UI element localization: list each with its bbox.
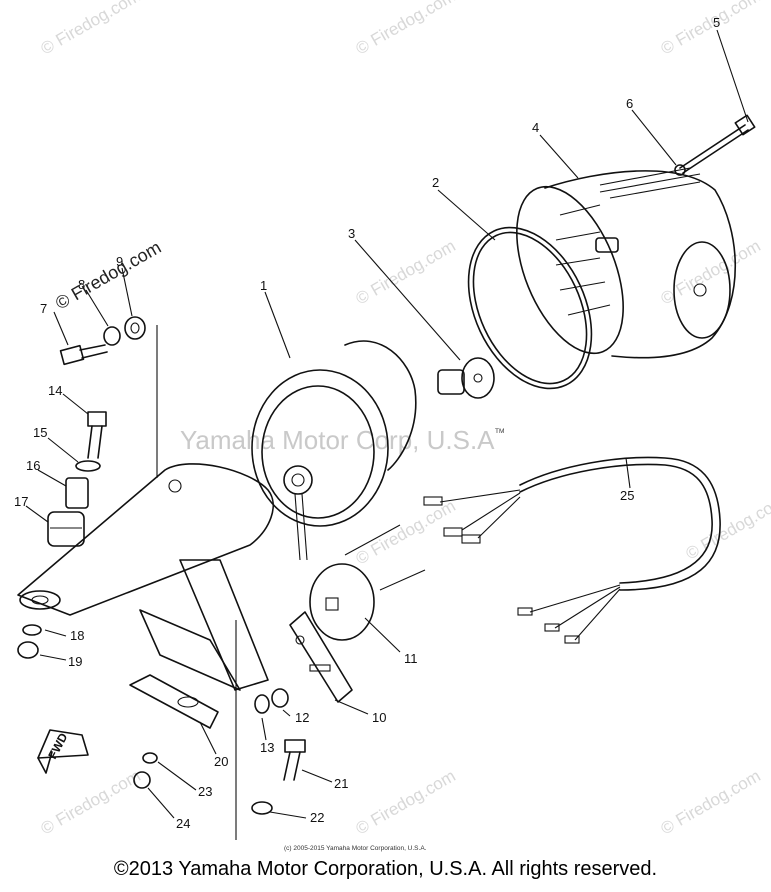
center-watermark: Yamaha Motor Corp, U.S.A <box>180 425 495 455</box>
watermark: © Firedog.com <box>658 766 764 838</box>
small-copyright: (c) 2005-2015 Yamaha Motor Corporation, … <box>284 845 427 852</box>
part-22-washer <box>251 801 273 815</box>
label-part-16: 16 <box>26 458 40 473</box>
watermark: © Firedog.com <box>658 0 764 58</box>
part-18-washer <box>22 624 42 636</box>
watermark: © Firedog.com <box>683 491 771 563</box>
label-part-20: 20 <box>214 754 228 769</box>
part-14-bolt <box>87 411 107 459</box>
watermark-grid: © Firedog.com © Firedog.com © Firedog.co… <box>38 0 771 838</box>
part-20-reflector <box>129 674 219 729</box>
label-part-21: 21 <box>334 776 348 791</box>
part-17-damper <box>47 511 85 547</box>
label-part-15: 15 <box>33 425 47 440</box>
watermark: © Firedog.com <box>353 496 459 568</box>
part-15-washer <box>75 460 101 472</box>
part-2-gasket <box>467 226 593 390</box>
label-part-18: 18 <box>70 628 84 643</box>
label-part-10: 10 <box>372 710 386 725</box>
part-7-bolt <box>59 344 108 366</box>
label-part-12: 12 <box>295 710 309 725</box>
part-24-nut <box>133 771 151 789</box>
label-part-17: 17 <box>14 494 28 509</box>
label-part-13: 13 <box>260 740 274 755</box>
part-6-washer <box>674 164 686 176</box>
part-25-harness <box>344 456 721 644</box>
label-part-7: 7 <box>40 301 47 316</box>
label-part-4: 4 <box>532 120 539 135</box>
part-16-collar <box>65 477 89 509</box>
watermark: © Firedog.com <box>658 236 764 308</box>
part-8-washer <box>103 326 121 346</box>
label-part-8: 8 <box>78 277 85 292</box>
part-11-junction <box>309 563 375 641</box>
label-part-1: 1 <box>260 278 267 293</box>
label-part-5: 5 <box>713 15 720 30</box>
label-part-11: 11 <box>404 651 418 666</box>
alignment-lines <box>156 325 237 840</box>
part-19-nut <box>17 641 39 659</box>
part-1-housing <box>251 340 417 561</box>
part-3-bulb <box>437 357 495 399</box>
label-part-3: 3 <box>348 226 355 241</box>
label-part-2: 2 <box>432 175 439 190</box>
fwd-arrow: FWD <box>37 729 89 774</box>
tm-mark: TM <box>495 428 504 435</box>
part-12-washer <box>271 688 289 708</box>
leader-lines <box>25 29 749 819</box>
copyright-footer: ©2013 Yamaha Motor Corporation, U.S.A. A… <box>113 858 658 880</box>
watermark: © Firedog.com <box>353 0 459 58</box>
part-13-nut <box>254 694 270 714</box>
label-part-6: 6 <box>626 96 633 111</box>
watermark: © Firedog.com <box>38 766 144 838</box>
part-23-screw <box>142 752 158 764</box>
label-part-19: 19 <box>68 654 82 669</box>
part-21-bolt <box>283 739 306 781</box>
watermark: © Firedog.com <box>38 0 144 58</box>
part-5-screw <box>679 114 756 174</box>
label-part-14: 14 <box>48 383 62 398</box>
part-4-lens <box>516 167 736 359</box>
label-part-23: 23 <box>198 784 212 799</box>
main-bracket <box>17 463 274 691</box>
label-part-24: 24 <box>176 816 190 831</box>
label-part-9: 9 <box>116 254 123 269</box>
watermark: © Firedog.com <box>52 237 164 313</box>
part-labels: 1 2 3 4 5 6 7 8 9 10 11 12 13 14 15 16 1… <box>14 15 720 831</box>
label-part-22: 22 <box>310 810 324 825</box>
label-part-25: 25 <box>620 488 634 503</box>
watermark: © Firedog.com <box>353 766 459 838</box>
part-9-nut <box>124 316 146 340</box>
part-10-plate <box>289 611 353 703</box>
